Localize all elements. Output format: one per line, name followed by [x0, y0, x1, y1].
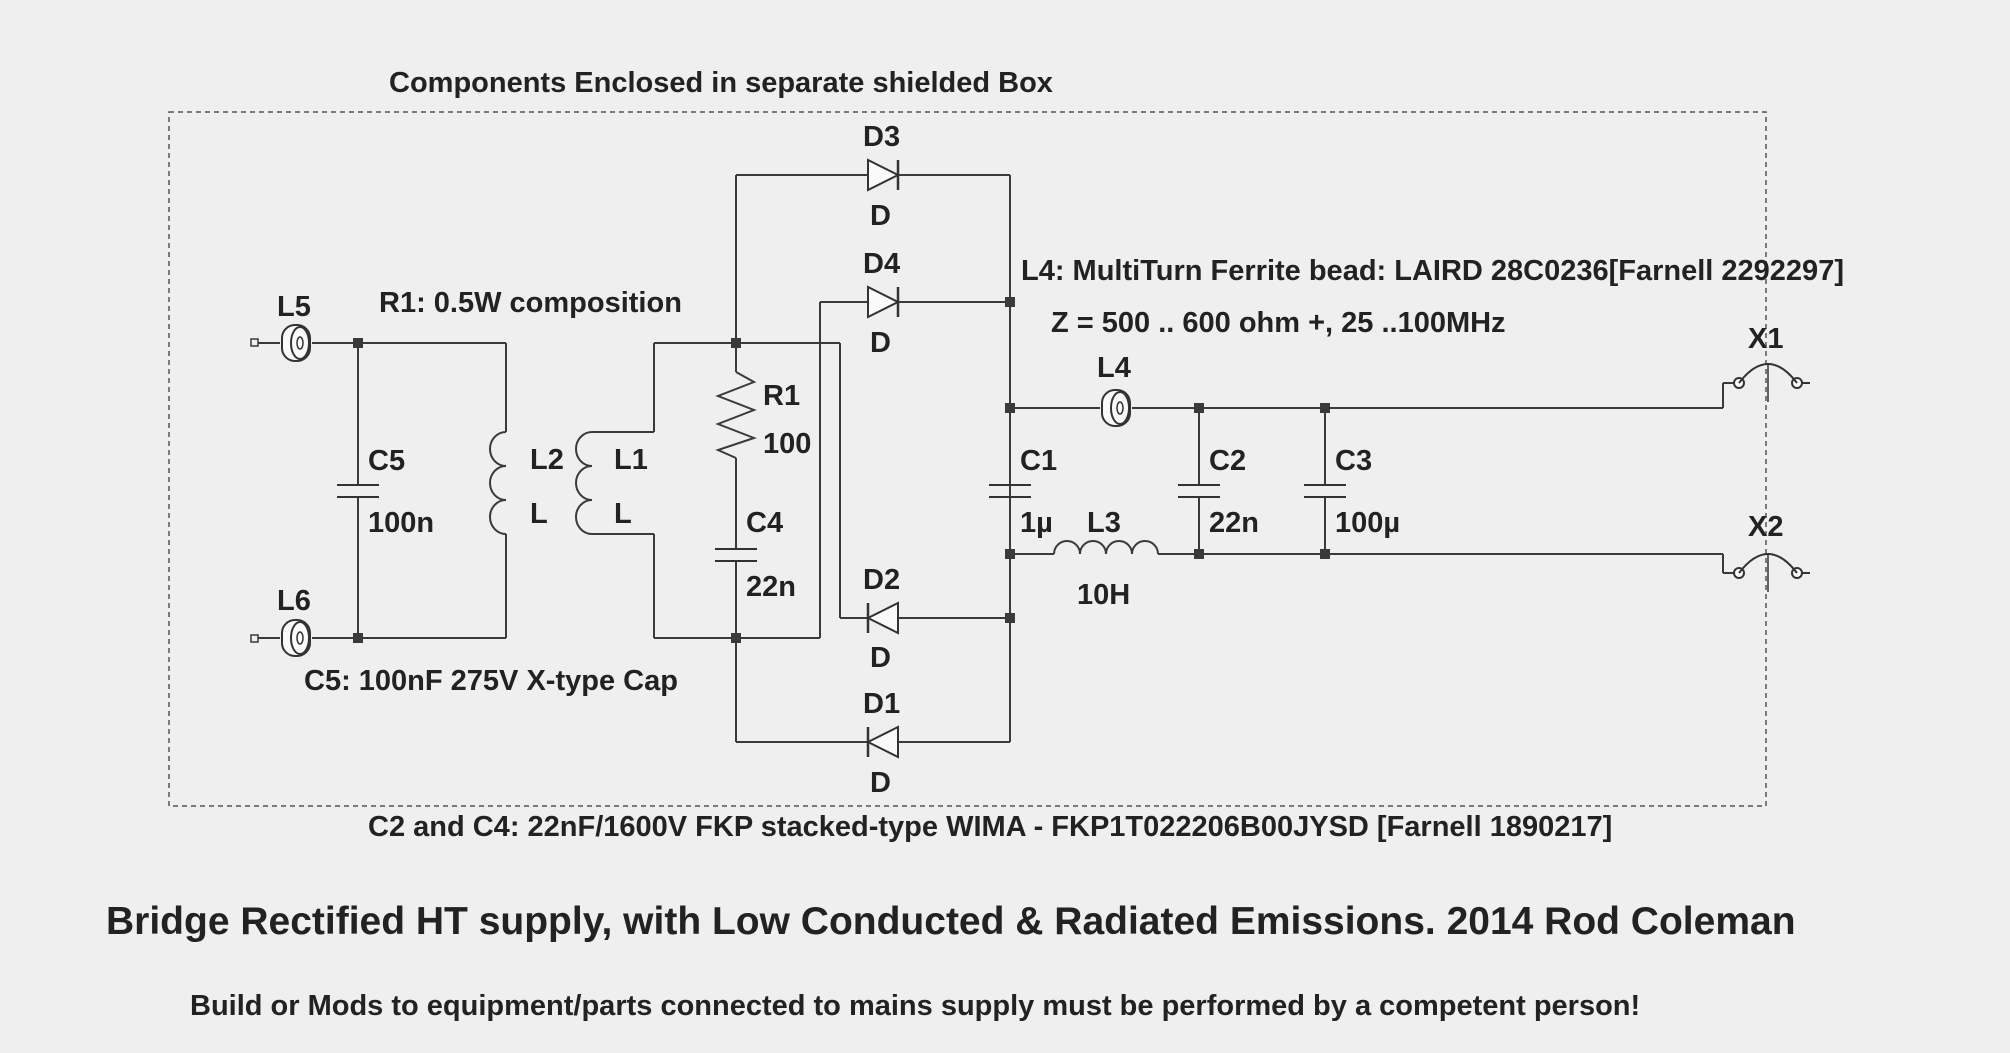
c3-value: 100µ [1335, 507, 1400, 539]
c2-ref: C2 [1209, 445, 1246, 477]
d2-value: D [870, 642, 891, 674]
diode-d1 [865, 725, 899, 759]
ferrite-bead-l4 [1101, 389, 1131, 427]
diode-d4 [867, 285, 901, 319]
c5-value: 100n [368, 507, 434, 539]
c1-ref: C1 [1020, 445, 1057, 477]
capacitor-c2 [1178, 484, 1220, 498]
d3-ref: D3 [863, 121, 900, 153]
inductor-l1 [575, 431, 593, 535]
c2-value: 22n [1209, 507, 1259, 539]
c2-c4-note: C2 and C4: 22nF/1600V FKP stacked-type W… [368, 811, 1612, 843]
d1-ref: D1 [863, 688, 900, 720]
l2-value: L [530, 498, 548, 530]
c5-ref: C5 [368, 445, 405, 477]
capacitor-c3 [1304, 484, 1346, 498]
l1-ref: L1 [614, 444, 648, 476]
z-note: Z = 500 .. 600 ohm +, 25 ..100MHz [1051, 307, 1506, 339]
d4-ref: D4 [863, 248, 900, 280]
diagram-title: Bridge Rectified HT supply, with Low Con… [106, 900, 1796, 943]
capacitor-c1 [989, 484, 1031, 498]
l2-ref: L2 [530, 444, 564, 476]
l3-value: 10H [1077, 579, 1130, 611]
x2-ref: X2 [1748, 511, 1783, 543]
switch-x1 [1733, 363, 1810, 402]
capacitor-c5 [337, 484, 379, 498]
shielded-box-outline [168, 111, 1767, 807]
l4-note: L4: MultiTurn Ferrite bead: LAIRD 28C023… [1021, 255, 1844, 287]
r1-note: R1: 0.5W composition [379, 287, 682, 319]
r1-ref: R1 [763, 380, 800, 412]
x1-ref: X1 [1748, 323, 1783, 355]
switch-x2 [1733, 553, 1810, 592]
l4-ref: L4 [1097, 352, 1131, 384]
d4-value: D [870, 327, 891, 359]
diode-d3 [867, 158, 901, 192]
c3-ref: C3 [1335, 445, 1372, 477]
l3-ref: L3 [1087, 507, 1121, 539]
c4-ref: C4 [746, 507, 783, 539]
c1-value: 1µ [1020, 507, 1053, 539]
ferrite-bead-l5 [281, 324, 311, 362]
l1-value: L [614, 498, 632, 530]
inductor-l3 [1053, 540, 1159, 555]
c4-value: 22n [746, 571, 796, 603]
safety-warning: Build or Mods to equipment/parts connect… [190, 990, 1640, 1022]
d1-value: D [870, 767, 891, 799]
d2-ref: D2 [863, 564, 900, 596]
resistor-r1 [715, 371, 757, 459]
capacitor-c4 [715, 548, 757, 562]
l6-ref: L6 [277, 585, 311, 617]
junction-dots [353, 297, 1330, 643]
ferrite-bead-l6 [281, 619, 311, 657]
inductor-l2 [489, 431, 507, 535]
input-terminal-bottom [250, 634, 259, 643]
input-terminal-top [250, 338, 259, 347]
d3-value: D [870, 200, 891, 232]
c5-note: C5: 100nF 275V X-type Cap [304, 665, 678, 697]
r1-value: 100 [763, 428, 811, 460]
box-caption: Components Enclosed in separate shielded… [389, 67, 1053, 99]
diode-d2 [865, 601, 899, 635]
l5-ref: L5 [277, 291, 311, 323]
